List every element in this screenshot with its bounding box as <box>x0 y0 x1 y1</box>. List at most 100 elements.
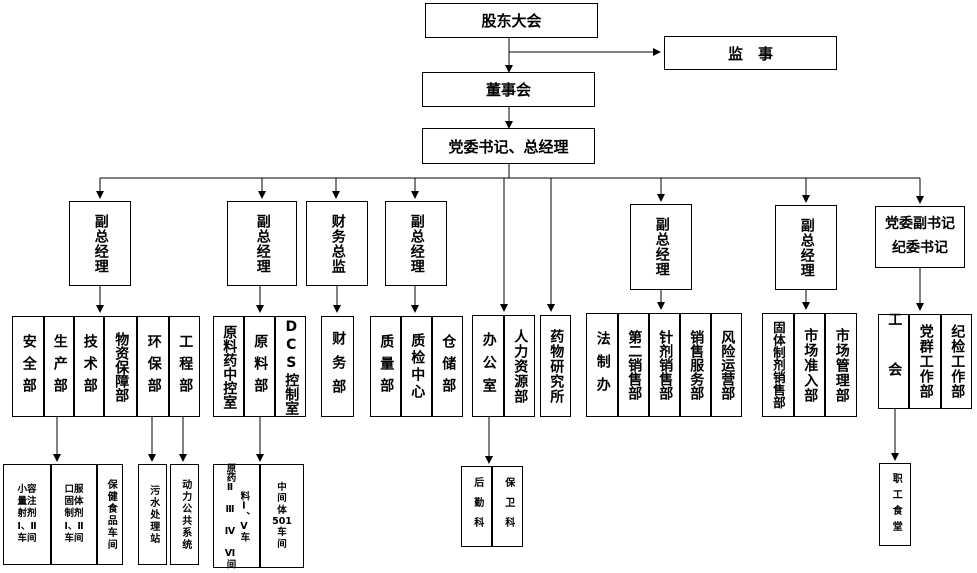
dangqun-gongzuo-bu-label: 党群工作部 <box>917 324 934 399</box>
dongshihui-label: 董事会 <box>485 81 531 99</box>
dier-xiaoshou-bu-box: 第二销售部 <box>618 313 649 417</box>
dcs-label: DCS <box>283 318 300 373</box>
gongcheng-bu-box: 工程部 <box>169 316 200 417</box>
baowei-ke-box: 保卫科 <box>492 466 523 547</box>
dangwei-zongjingli-label: 党委书记、总经理 <box>448 137 569 156</box>
houqin-ke-box: 后勤科 <box>461 466 492 547</box>
shichang-zhunru-bu-label: 市场准入部 <box>802 327 819 403</box>
jishu-bu-label: 技术部 <box>81 333 98 400</box>
wushui-chulizhan-label: 污水处理站 <box>147 484 159 545</box>
dongshihui-box: 董事会 <box>422 72 595 107</box>
wushui-chulizhan-box: 污水处理站 <box>138 464 167 565</box>
jianshi-box: 监 事 <box>664 36 837 70</box>
jianshi-label: 监 事 <box>727 44 773 63</box>
yaowu-yanjiusuo-label: 药物研究所 <box>548 328 565 404</box>
cangchu-bu-label: 仓储部 <box>440 333 457 400</box>
fuzongjingli-2-label: 副总经理 <box>254 213 271 274</box>
dcs-kongzhishi-box: DCS 控制室 <box>275 316 306 417</box>
xiaorong-zhusheji-chejian-box: 小容 量注 射剂 Ⅰ、Ⅱ 车间 <box>3 464 51 565</box>
koufu-guti-zhiji-chejian-label: 口服 固体 制剂 Ⅰ、Ⅱ 车间 <box>64 483 84 545</box>
zhiliang-bu-box: 质量部 <box>370 316 401 417</box>
huanbao-bu-label: 环保部 <box>145 333 162 400</box>
xiaorong-zhusheji-chejian-label: 小容 量注 射剂 Ⅰ、Ⅱ 车间 <box>17 483 37 545</box>
dongli-gonggong-xitong-box: 动力公共系统 <box>170 464 199 565</box>
fuzongjingli-3-label: 副总经理 <box>408 213 425 274</box>
renli-ziyuan-bu-label: 人力资源部 <box>512 328 529 404</box>
shichang-guanli-bu-label: 市场管理部 <box>833 327 850 403</box>
huanbao-bu-box: 环保部 <box>137 316 169 417</box>
yaowu-yanjiusuo-box: 药物研究所 <box>540 315 571 417</box>
yuanliaoyao-chejian-label-a: 原药Ⅱ Ⅲ Ⅳ Ⅵ间 <box>224 463 236 569</box>
dangqun-gongzuo-bu-box: 党群工作部 <box>909 314 941 409</box>
gonghui-box: 工会 <box>878 311 909 412</box>
guti-zhiji-xiaoshou-bu-box: 固体制剂销售部 <box>762 313 794 417</box>
cangchu-bu-box: 仓储部 <box>432 316 463 417</box>
yuanliao-bu-label: 原料部 <box>252 333 269 400</box>
caiwu-zongjian-label: 财务总监 <box>329 213 346 274</box>
renli-ziyuan-bu-box: 人力资源部 <box>504 315 535 417</box>
dangwei-zongjingli-box: 党委书记、总经理 <box>422 128 595 164</box>
shengchan-bu-box: 生产部 <box>44 316 74 417</box>
caiwu-bu-label: 财务部 <box>330 330 347 403</box>
fuzongjingli-4-box: 副总经理 <box>630 204 692 290</box>
zhigong-shitang-label: 职工食堂 <box>890 472 902 537</box>
baojian-shipin-chejian-label: 保健食品车间 <box>105 478 117 551</box>
shengchan-bu-label: 生产部 <box>51 333 68 400</box>
jijian-gongzuo-bu-label: 纪检工作部 <box>949 324 966 399</box>
dongli-gonggong-xitong-label: 动力公共系统 <box>179 478 191 551</box>
yuanliaoyao-zhongkongshi-label: 原料药中控室 <box>221 324 238 409</box>
wuzi-baozhang-bu-box: 物资保障部 <box>104 316 137 417</box>
shichang-zhunru-bu-box: 市场准入部 <box>794 313 825 417</box>
zhiliang-bu-label: 质量部 <box>378 333 395 400</box>
caiwu-bu-box: 财务部 <box>321 316 354 417</box>
yuanliaoyao-chejian-box: 原药Ⅱ Ⅲ Ⅳ Ⅵ间 料Ⅰ、Ⅴ车 <box>213 463 260 569</box>
yuanliaoyao-chejian-label-b: 料Ⅰ、Ⅴ车 <box>238 490 250 542</box>
zhongjianti-chejian-label: 中 间 体 501 车 间 <box>272 481 292 550</box>
anquan-bu-label: 安全部 <box>20 333 37 400</box>
caiwu-zongjian-box: 财务总监 <box>306 201 368 286</box>
fuzongjingli-2-box: 副总经理 <box>227 201 297 286</box>
anquan-bu-box: 安全部 <box>12 316 44 417</box>
guti-zhiji-xiaoshou-bu-label: 固体制剂销售部 <box>770 321 786 409</box>
fazhiban-label: 法制办 <box>594 330 611 400</box>
wuzi-baozhang-bu-label: 物资保障部 <box>113 331 130 402</box>
xiaoshou-fuwu-bu-label: 销售服务部 <box>688 330 705 400</box>
dier-xiaoshou-bu-label: 第二销售部 <box>626 330 643 400</box>
gonghui-label: 工会 <box>886 311 903 412</box>
bangongshi-label: 办公室 <box>480 331 497 401</box>
bangongshi-box: 办公室 <box>472 315 504 417</box>
baojian-shipin-chejian-box: 保健食品车间 <box>97 464 123 565</box>
jishu-bu-box: 技术部 <box>74 316 104 417</box>
xiaoshou-fuwu-bu-box: 销售服务部 <box>680 313 711 417</box>
jiwei-shuji-label: 纪委书记 <box>892 240 948 256</box>
fengxian-yunying-bu-box: 风险运营部 <box>711 313 742 417</box>
fuzongjingli-3-box: 副总经理 <box>385 201 447 286</box>
fuzongjingli-4-label: 副总经理 <box>653 217 670 277</box>
zhigong-shitang-box: 职工食堂 <box>879 463 911 546</box>
shichang-guanli-bu-box: 市场管理部 <box>825 313 857 417</box>
gudong-dahui-box: 股东大会 <box>425 3 598 38</box>
gongcheng-bu-label: 工程部 <box>177 333 194 400</box>
zhongjianti-chejian-box: 中 间 体 501 车 间 <box>260 464 304 568</box>
zhijian-zhongxin-box: 质检中心 <box>401 316 432 417</box>
houqin-ke-label: 后勤科 <box>471 476 483 537</box>
yuanliao-bu-box: 原料部 <box>244 316 275 417</box>
koufu-guti-zhiji-chejian-box: 口服 固体 制剂 Ⅰ、Ⅱ 车间 <box>51 464 97 565</box>
fengxian-yunying-bu-label: 风险运营部 <box>719 330 736 400</box>
fuzongjingli-1-box: 副总经理 <box>69 201 131 286</box>
zhenji-xiaoshou-bu-label: 针剂销售部 <box>657 330 674 400</box>
fuzongjingli-5-box: 副总经理 <box>775 205 837 290</box>
dangwei-fushuji-label: 党委副书记 <box>885 216 955 233</box>
yuanliaoyao-zhongkongshi-box: 原料药中控室 <box>213 316 244 417</box>
zhijian-zhongxin-label: 质检中心 <box>409 332 426 401</box>
dangwei-fushuji-box: 党委副书记 纪委书记 <box>875 206 965 268</box>
fazhiban-box: 法制办 <box>586 313 618 417</box>
fuzongjingli-1-label: 副总经理 <box>92 213 109 274</box>
gudong-dahui-label: 股东大会 <box>481 12 542 30</box>
jijian-gongzuo-bu-box: 纪检工作部 <box>941 314 972 409</box>
fuzongjingli-5-label: 副总经理 <box>798 217 815 278</box>
baowei-ke-label: 保卫科 <box>502 476 514 537</box>
kongzhishi-label: 控制室 <box>283 372 300 415</box>
